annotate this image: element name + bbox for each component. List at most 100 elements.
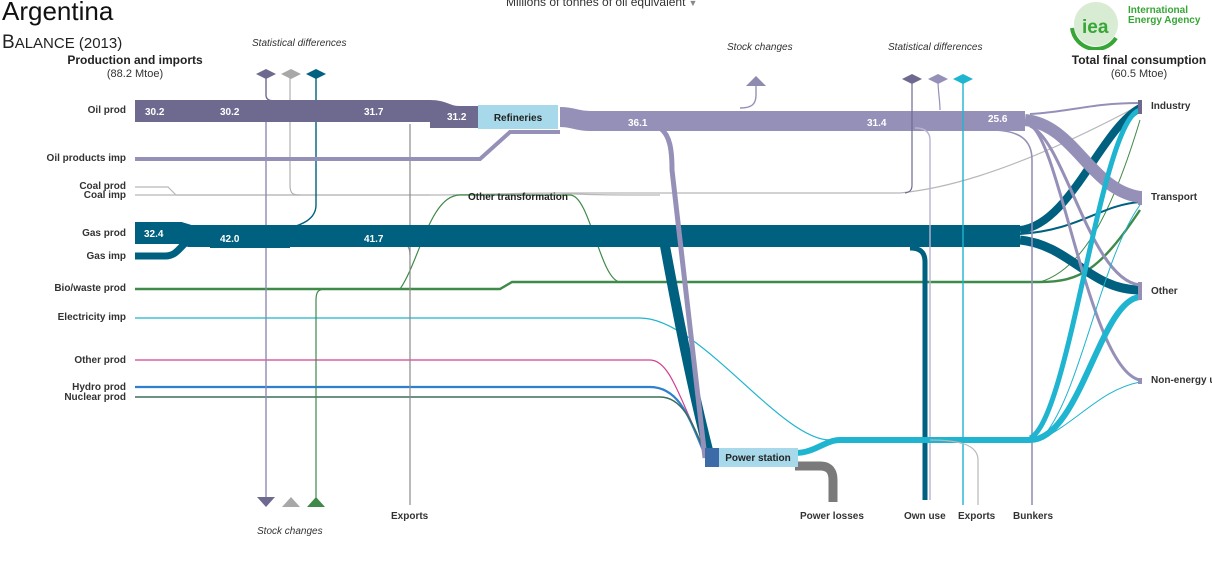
- node-power-station[interactable]: [718, 448, 798, 467]
- chevron-down-icon: ▼: [688, 0, 698, 8]
- dest-non-energy[interactable]: Non-energy u: [1151, 375, 1212, 386]
- flow-electricity-ownuse: [929, 439, 979, 505]
- value-gas-2: 42.0: [220, 234, 240, 245]
- power-losses-label[interactable]: Power losses: [800, 511, 864, 522]
- stat-diff-right-label: Statistical differences: [888, 42, 983, 53]
- stock-changes-bottom-label: Stock changes: [257, 526, 323, 537]
- source-gas-prod[interactable]: Gas prod: [82, 228, 126, 239]
- flow-refinery-to-exports-right: [937, 79, 941, 111]
- value-oil-1: 30.2: [145, 107, 165, 118]
- flow-nuclear-prod: [135, 396, 709, 461]
- subtitle-rest: ALANCE (2013): [14, 35, 123, 52]
- value-ref-mid: 31.4: [867, 118, 887, 129]
- flow-power-losses: [795, 461, 838, 502]
- label-other-transformation: Other transformation: [468, 192, 568, 203]
- node-refineries[interactable]: [478, 105, 558, 129]
- flow-refinery-to-industry: [1029, 102, 1141, 115]
- flow-electricity-imp: [135, 317, 831, 441]
- exports-left-label[interactable]: Exports: [391, 511, 429, 522]
- flow-coal-to-stock: [289, 72, 301, 196]
- label-power-station: Power station: [725, 453, 791, 464]
- stock-changes-top-label: Stock changes: [727, 42, 793, 53]
- value-oil-2: 30.2: [220, 107, 240, 118]
- iea-logo-icon: iea: [1070, 2, 1118, 52]
- value-ref-end: 25.6: [988, 114, 1008, 125]
- flow-gas-to-transport: [1019, 201, 1141, 235]
- node-oil-prod-3: [360, 100, 430, 122]
- label-refineries: Refineries: [494, 113, 543, 124]
- flow-hydro-prod: [135, 385, 707, 456]
- exports-right-label[interactable]: Exports: [958, 511, 996, 522]
- unit-select-value: Millions of tonnes of oil equivalent: [506, 0, 686, 9]
- flow-electricity-industry: [1028, 107, 1142, 441]
- dest-industry[interactable]: Industry: [1151, 101, 1191, 112]
- stock-bio-arrow: [307, 497, 325, 507]
- source-other-prod[interactable]: Other prod: [74, 355, 126, 366]
- right-group-title: Total final consumption: [1071, 53, 1207, 67]
- flow-other-prod: [135, 359, 706, 459]
- flow-refinery-to-transport: [1023, 114, 1142, 203]
- value-oil-4: 31.2: [447, 112, 467, 123]
- dest-transport[interactable]: Transport: [1151, 192, 1198, 203]
- subtitle-initial: B: [2, 32, 15, 53]
- value-ref-out: 36.1: [628, 118, 648, 129]
- flow-bio-prod: [135, 209, 1141, 291]
- source-gas-imp[interactable]: Gas imp: [86, 251, 126, 262]
- source-oil-prod[interactable]: Oil prod: [87, 105, 126, 116]
- flow-coal-to-other: [559, 192, 661, 196]
- flow-refinery-to-bunkers: [989, 129, 1033, 505]
- source-bio-waste-prod[interactable]: Bio/waste prod: [54, 283, 126, 294]
- dest-bar-transport: [1138, 191, 1142, 205]
- flow-stat-oil: [265, 78, 277, 102]
- value-gas-1: 32.4: [144, 229, 164, 240]
- dest-bar-industry: [1138, 100, 1142, 114]
- flow-refinery-to-ownuse: [914, 127, 931, 500]
- node-oil-in-refinery: [430, 106, 478, 128]
- left-group-title: Production and imports: [67, 53, 203, 67]
- source-nuclear-prod[interactable]: Nuclear prod: [64, 392, 126, 403]
- unit-select[interactable]: Millions of tonnes of oil equivalent▼: [506, 0, 697, 9]
- node-power-station-input: [705, 448, 719, 467]
- flow-oil-products-imp: [135, 130, 560, 161]
- source-oil-products-imp[interactable]: Oil products imp: [46, 153, 126, 164]
- flow-bio-to-stock: [315, 288, 327, 506]
- source-coal-prod[interactable]: Coal prod: [79, 181, 126, 192]
- flow-gas-to-industry: [1019, 104, 1143, 234]
- flow-bio-to-transform: [399, 194, 621, 290]
- logo-name-line1: International: [1128, 5, 1189, 16]
- flow-elec-thin-1: [1039, 204, 1141, 441]
- flow-electricity-main: [794, 294, 1141, 456]
- right-group-total: (60.5 Mtoe): [1110, 68, 1168, 80]
- node-gas-prod-2: [210, 226, 290, 248]
- dest-bar-other: [1138, 282, 1142, 300]
- left-group-total: (88.2 Mtoe): [106, 68, 164, 80]
- dest-bar-nonenergy: [1138, 378, 1142, 384]
- source-electricity-imp[interactable]: Electricity imp: [57, 312, 126, 323]
- value-oil-3: 31.7: [364, 107, 384, 118]
- flow-refinery-to-power: [658, 125, 708, 459]
- source-hydro-prod[interactable]: Hydro prod: [72, 382, 126, 393]
- logo-mark: iea: [1082, 17, 1109, 38]
- bunkers-label[interactable]: Bunkers: [1013, 511, 1054, 522]
- stat-right-oilprod-marker: [928, 74, 948, 84]
- flow-coal-prod: [135, 186, 430, 196]
- own-use-label[interactable]: Own use: [904, 511, 946, 522]
- balance-subtitle: BALANCE (2013): [2, 32, 122, 54]
- dest-other[interactable]: Other: [1151, 286, 1178, 297]
- value-gas-3: 41.7: [364, 234, 384, 245]
- source-coal-imp[interactable]: Coal imp: [83, 190, 126, 201]
- stat-diff-coal-marker: [281, 69, 301, 79]
- iea-logo: iea: [1064, 0, 1126, 52]
- logo-name-line2: Energy Agency: [1128, 15, 1201, 26]
- stat-diff-oil-marker: [256, 69, 276, 79]
- stat-right-elec-marker: [953, 74, 973, 84]
- stock-oil-arrow: [257, 497, 275, 507]
- stat-right-oil-marker: [902, 74, 922, 84]
- stock-top-arrow: [746, 76, 766, 86]
- stock-coal-arrow: [282, 497, 300, 507]
- stat-diff-gas-marker: [306, 69, 326, 79]
- country-title: Argentina: [2, 0, 114, 26]
- flow-refinery-out: [559, 107, 1025, 131]
